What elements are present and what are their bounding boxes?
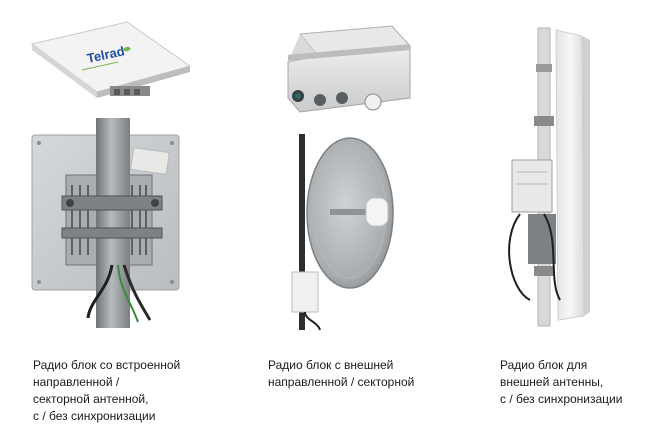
connector-icon [336,92,348,104]
caption-line: Радио блок с внешней [268,358,394,372]
caption-line: направленной / секторной [268,375,415,389]
external-dish-unit-photo [287,25,412,331]
sector-antenna-on-pole [508,27,590,327]
caption-line: секторной антенной, [33,392,149,406]
caption-line: с / без синхронизации [33,409,156,423]
caption-line: внешней антенны, [500,375,604,389]
outdoor-radio-box [287,25,412,113]
flat-panel-antenna-top-view: Telrad [30,21,192,98]
caption-external-antenna-unit: Радио блок для внешней антенны, с / без … [500,357,622,408]
caption-line: направленной / [33,375,120,389]
caption-line: Радио блок для [500,358,588,372]
external-antenna-unit-photo [508,27,590,327]
caption-external-dish-unit: Радио блок с внешней направленной / сект… [268,357,414,391]
caption-line: Радио блок со встроенной [33,358,181,372]
parabolic-dish-antenna [291,134,394,331]
caption-line: с / без синхронизации [500,392,623,406]
panel-antenna-rear-on-pole [31,118,180,328]
connector-icon [314,94,326,106]
integrated-antenna-unit-photo: Telrad [30,21,192,328]
connector-icon [364,93,382,111]
caption-integrated-antenna-unit: Радио блок со встроенной направленной / … [33,357,180,425]
telrad-logo-leaf-icon [122,46,131,52]
